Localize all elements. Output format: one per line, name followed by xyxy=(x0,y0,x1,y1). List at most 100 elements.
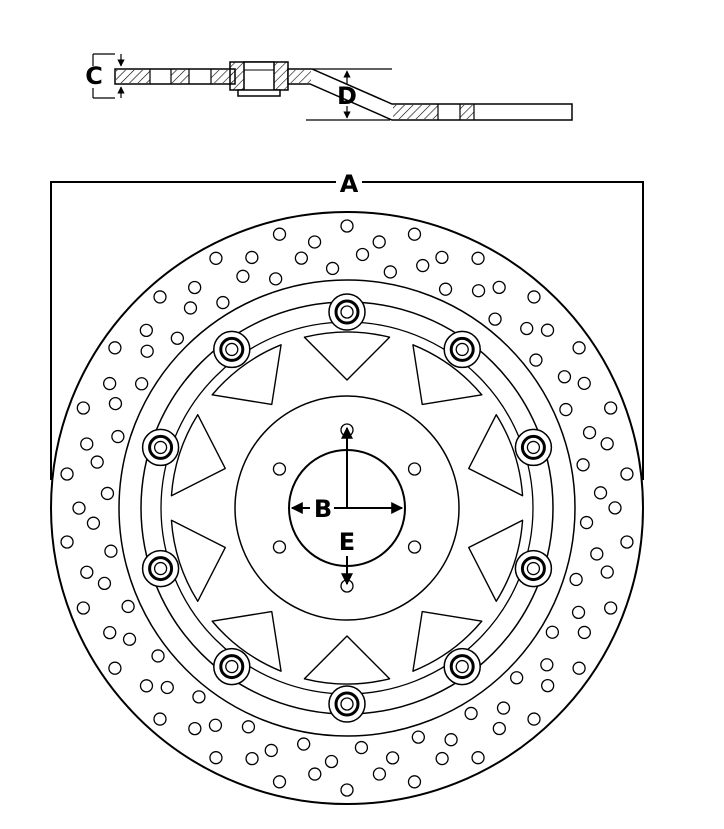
rivet-section xyxy=(229,61,289,97)
drill-hole xyxy=(86,516,101,530)
drill-hole xyxy=(170,331,184,345)
drill-hole xyxy=(151,649,165,663)
drill-hole xyxy=(471,284,486,298)
drill-hole xyxy=(407,775,422,789)
drill-hole xyxy=(572,661,586,675)
drill-hole xyxy=(471,751,485,765)
hatch-segment xyxy=(393,105,438,119)
drill-hole xyxy=(108,341,122,355)
mounting-hole xyxy=(272,462,287,476)
drill-hole xyxy=(540,658,554,672)
drill-hole xyxy=(102,376,117,391)
drill-hole xyxy=(97,576,112,591)
drill-hole xyxy=(324,754,339,769)
drill-hole xyxy=(216,295,230,310)
drill-hole xyxy=(444,733,458,747)
drill-hole xyxy=(60,467,74,481)
hatch-segment xyxy=(171,70,189,83)
drill-hole xyxy=(510,671,524,685)
label-c: C xyxy=(85,62,103,90)
drill-hole xyxy=(593,486,608,500)
spoke-window xyxy=(468,414,524,497)
drill-hole xyxy=(492,280,506,295)
drill-hole xyxy=(139,679,154,693)
drill-hole xyxy=(103,625,117,640)
rivet-ring xyxy=(148,434,174,460)
dimension-e: E xyxy=(339,426,355,586)
rivet-hole xyxy=(526,440,541,455)
drill-hole xyxy=(529,353,543,367)
drill-hole xyxy=(620,535,634,549)
drill-hole xyxy=(571,605,586,620)
rivet-ring xyxy=(148,556,174,582)
drill-hole xyxy=(108,661,122,675)
drill-hole xyxy=(435,250,449,265)
mounting-hole xyxy=(272,540,287,554)
label-e: E xyxy=(339,528,355,556)
rivet-hole xyxy=(225,659,239,674)
drill-hole xyxy=(236,269,250,283)
drill-hole xyxy=(527,290,541,304)
drill-hole xyxy=(100,486,115,501)
drill-hole xyxy=(579,515,594,530)
drill-hole xyxy=(590,547,604,561)
drill-hole xyxy=(372,767,387,781)
drill-hole xyxy=(76,401,90,415)
rivet-ring xyxy=(219,654,245,680)
spoke-window xyxy=(412,610,483,672)
drill-hole xyxy=(600,565,614,579)
drill-hole xyxy=(520,321,534,336)
label-a: A xyxy=(340,170,359,198)
spoke-window xyxy=(211,610,282,672)
section-offset-step xyxy=(287,68,573,121)
drill-hole xyxy=(545,625,560,639)
drill-hole xyxy=(540,323,555,337)
rivet-ring xyxy=(334,299,360,325)
rivet-hole xyxy=(153,561,168,576)
drill-holes xyxy=(60,219,634,797)
drill-hole xyxy=(354,740,369,755)
drill-hole xyxy=(307,235,322,249)
drill-hole xyxy=(245,250,259,265)
drill-hole xyxy=(383,265,397,279)
rivet-ring xyxy=(219,336,245,362)
spoke-window xyxy=(303,331,391,381)
drill-hole xyxy=(140,344,154,358)
mounting-hole xyxy=(407,540,422,554)
label-d: D xyxy=(337,82,357,110)
drill-hole xyxy=(160,680,174,695)
drill-hole xyxy=(325,261,340,276)
drill-hole xyxy=(577,625,592,640)
drill-hole xyxy=(153,712,167,726)
drill-hole xyxy=(407,227,422,241)
drill-hole xyxy=(340,219,354,233)
dimension-a: A xyxy=(50,170,644,480)
drill-hole xyxy=(272,775,287,789)
drill-hole xyxy=(80,565,94,579)
drill-hole xyxy=(272,227,287,241)
drill-hole xyxy=(435,751,449,766)
drill-hole xyxy=(438,282,453,296)
spoke-window xyxy=(170,414,226,497)
drill-hole xyxy=(72,501,86,515)
drill-hole xyxy=(496,701,511,715)
rivet-ring xyxy=(449,336,475,362)
drill-hole xyxy=(208,718,223,732)
drill-hole xyxy=(411,730,425,744)
rivet-hole xyxy=(340,697,354,711)
rivet-hole xyxy=(153,440,168,455)
drill-hole xyxy=(464,706,478,721)
spoke-window xyxy=(412,344,483,406)
rivet-ring xyxy=(334,691,360,717)
drill-hole xyxy=(104,544,118,558)
hatch-segment xyxy=(211,70,233,83)
dimension-c: C xyxy=(85,53,125,99)
drill-hole xyxy=(188,280,202,295)
spoke-window xyxy=(170,519,226,602)
drill-hole xyxy=(559,402,573,417)
drill-hole xyxy=(557,370,572,384)
drill-hole xyxy=(60,535,74,549)
drill-hole xyxy=(569,572,583,587)
drill-hole xyxy=(582,425,597,440)
label-b: B xyxy=(314,495,332,523)
